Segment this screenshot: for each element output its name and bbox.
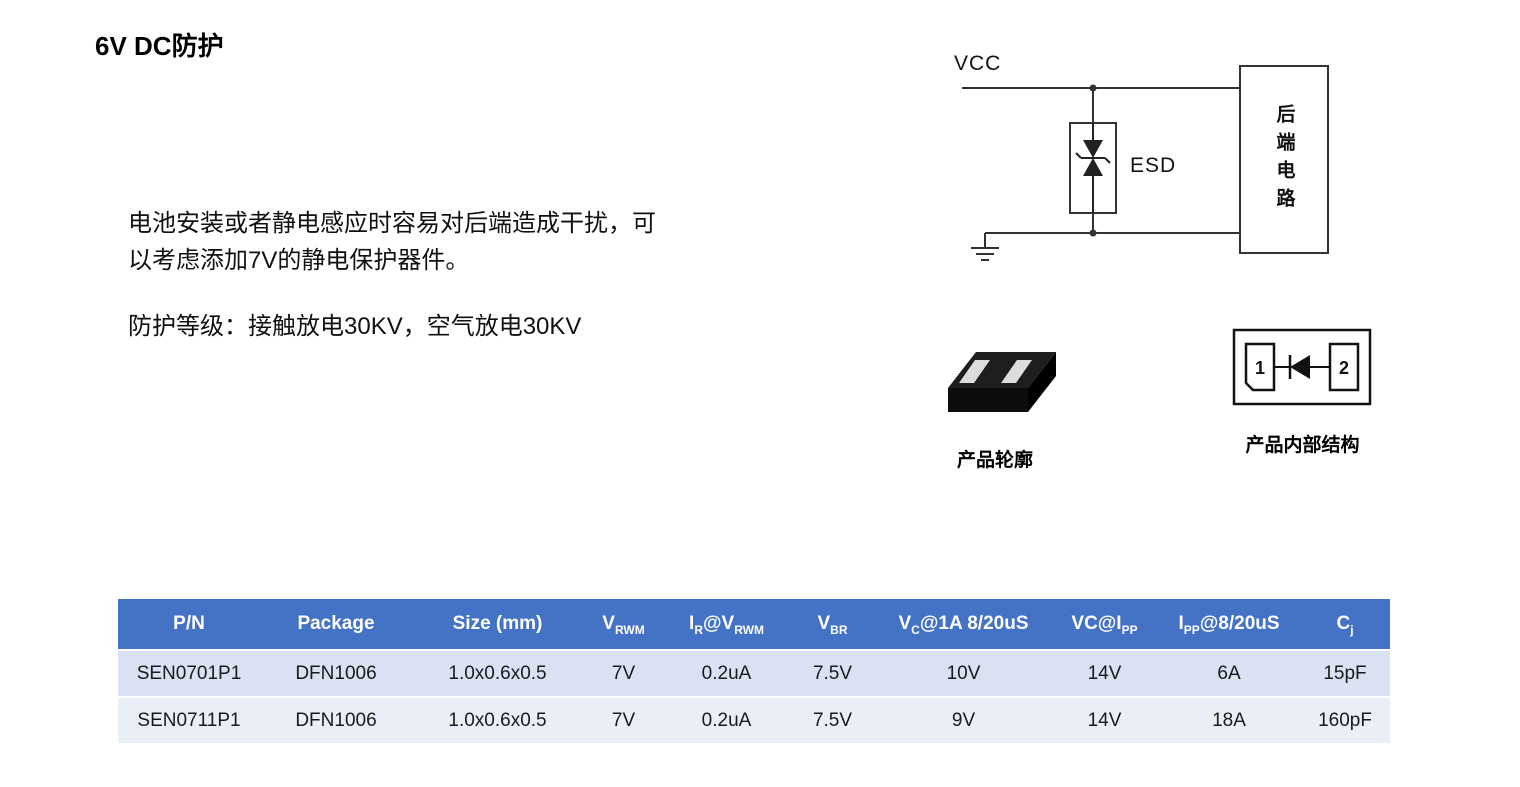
cell-package: DFN1006 <box>260 651 412 696</box>
product-outline-figure <box>930 336 1060 432</box>
col-header-vbr: VBR <box>789 599 876 649</box>
vcc-label: VCC <box>954 52 1002 75</box>
product-outline-caption: 产品轮廓 <box>956 450 1033 471</box>
cell-ipp: 18A <box>1158 698 1300 743</box>
tvs-diode-symbol <box>1083 140 1103 158</box>
pin1-label: 1 <box>1255 358 1265 378</box>
internal-structure-figure: 1 2 <box>1232 328 1372 408</box>
col-header-vrwm: VRWM <box>583 599 664 649</box>
col-header-pn: P/N <box>118 599 260 649</box>
cell-pn: SEN0701P1 <box>118 651 260 696</box>
backend-circuit-box <box>1239 65 1329 254</box>
protection-level-text: 防护等级：接触放电30KV，空气放电30KV <box>128 313 582 340</box>
table-row: SEN0701P1 DFN1006 1.0x0.6x0.5 7V 0.2uA 7… <box>118 651 1390 696</box>
chip-pad-right <box>1001 360 1032 383</box>
cell-ir: 0.2uA <box>664 651 789 696</box>
spec-table: P/N Package Size (mm) VRWM IR@VRWM VBR V… <box>118 597 1390 745</box>
cell-size: 1.0x0.6x0.5 <box>412 698 583 743</box>
cell-vrwm: 7V <box>583 698 664 743</box>
col-header-vc-at-1a: VC@1A 8/20uS <box>876 599 1051 649</box>
table-row: SEN0711P1 DFN1006 1.0x0.6x0.5 7V 0.2uA 7… <box>118 698 1390 743</box>
pin2-box <box>1328 342 1360 392</box>
cell-size: 1.0x0.6x0.5 <box>412 651 583 696</box>
col-header-vc-at-ipp: VC@IPP <box>1051 599 1158 649</box>
cell-cj: 160pF <box>1300 698 1390 743</box>
internal-diode-symbol <box>1290 355 1310 379</box>
cell-vcipp: 14V <box>1051 698 1158 743</box>
cell-vbr: 7.5V <box>789 651 876 696</box>
col-header-ipp: IPP@8/20uS <box>1158 599 1300 649</box>
esd-label: ESD <box>1130 154 1177 177</box>
page-title: 6V DC防护 <box>95 31 224 61</box>
cell-vcipp: 14V <box>1051 651 1158 696</box>
table-header-row: P/N Package Size (mm) VRWM IR@VRWM VBR V… <box>118 599 1390 649</box>
circuit-lines <box>962 65 1329 261</box>
application-circuit-diagram: VCC ESD 后端电路 <box>940 48 1370 283</box>
col-header-package: Package <box>260 599 412 649</box>
cell-vc: 10V <box>876 651 1051 696</box>
cell-pn: SEN0711P1 <box>118 698 260 743</box>
col-header-ir-at-vrwm: IR@VRWM <box>664 599 789 649</box>
description-text: 电池安装或者静电感应时容易对后端造成干扰，可以考虑添加7V的静电保护器件。 <box>128 210 656 274</box>
backend-circuit-label: 后端电路 <box>1273 103 1295 216</box>
cell-cj: 15pF <box>1300 651 1390 696</box>
cell-ipp: 6A <box>1158 651 1300 696</box>
cell-vrwm: 7V <box>583 651 664 696</box>
cell-vbr: 7.5V <box>789 698 876 743</box>
internal-structure-drawing: 1 2 <box>1232 328 1372 406</box>
col-header-cj: Cj <box>1300 599 1390 649</box>
col-header-size: Size (mm) <box>412 599 583 649</box>
chip-package-drawing <box>948 352 1056 412</box>
pin2-label: 2 <box>1339 358 1349 378</box>
pin1-box <box>1244 342 1276 392</box>
cell-package: DFN1006 <box>260 698 412 743</box>
cell-vc: 9V <box>876 698 1051 743</box>
internal-structure-caption: 产品内部结构 <box>1245 435 1360 456</box>
cell-ir: 0.2uA <box>664 698 789 743</box>
chip-pad-left <box>959 360 990 383</box>
